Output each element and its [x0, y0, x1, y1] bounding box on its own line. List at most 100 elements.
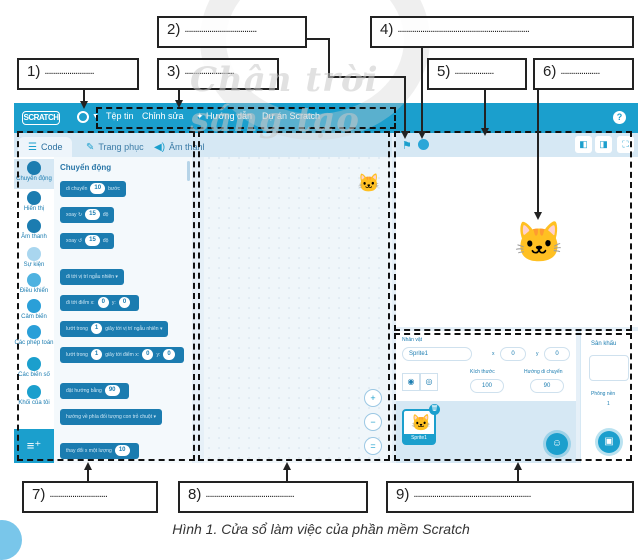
zoom-reset-icon: = — [370, 441, 376, 451]
sprite-name-input[interactable]: Sprite1 — [402, 347, 472, 361]
block-goto-random[interactable]: đi tới vị trí ngẫu nhiên ▾ — [60, 269, 124, 285]
sprite-cat-icon[interactable]: 🐱 — [514, 221, 564, 265]
green-flag-icon[interactable]: ⚑ — [402, 140, 412, 152]
palette-scrollbar[interactable] — [187, 161, 190, 181]
connector-line-2d — [404, 76, 406, 132]
code-area[interactable]: 🐱 + − = — [204, 133, 392, 463]
size-label: Kích thước — [470, 369, 495, 375]
choose-backdrop-button[interactable]: ▣ — [598, 431, 620, 453]
backdrop-count-label: Phông nền — [591, 391, 616, 397]
zoom-out-button[interactable]: − — [364, 413, 382, 431]
backdrop-thumbnail[interactable] — [589, 355, 629, 381]
size-input[interactable]: 100 — [470, 379, 504, 393]
tab-costumes[interactable]: ✎Trang phục — [86, 142, 144, 153]
help-icon[interactable]: ? — [613, 111, 626, 124]
category-my-blocks[interactable]: Khối của tôi — [14, 383, 54, 413]
direction-label: Hướng di chuyển — [524, 369, 563, 375]
stage-label: Sân khấu — [591, 341, 617, 347]
category-events[interactable]: Sự kiện — [14, 245, 54, 275]
label-box-6: 6)................... — [533, 58, 634, 90]
menu-file[interactable]: Tệp tin — [106, 111, 134, 121]
normal-stage-button[interactable]: ◨ — [595, 136, 612, 153]
category-variables[interactable]: Các biến số — [14, 355, 54, 385]
delete-sprite-button[interactable]: 🗑 — [429, 404, 440, 415]
arrow-7 — [84, 462, 92, 470]
globe-icon[interactable] — [77, 111, 89, 123]
figure-caption: Hình 1. Cửa sổ làm việc của phần mềm Scr… — [172, 521, 470, 537]
connector-line-2b — [328, 38, 330, 76]
extension-icon: ≡⁺ — [26, 438, 42, 453]
small-stage-button[interactable]: ◧ — [575, 136, 592, 153]
add-extension-button[interactable]: ≡⁺ — [14, 429, 54, 463]
zoom-reset-button[interactable]: = — [364, 437, 382, 455]
category-dot-icon — [27, 273, 41, 287]
scratch-logo[interactable]: SCRATCH — [22, 111, 60, 125]
label-box-8: 8)......................................… — [178, 481, 368, 513]
brush-icon: ✎ — [86, 142, 95, 153]
sprite-list: 🐱 Sprite1 🗑 ☺ — [396, 401, 576, 463]
connector-line-7 — [87, 466, 89, 481]
scratch-window: SCRATCH ▼ Tệp tin Chỉnh sửa ✦ Hướng dẫn … — [14, 103, 638, 463]
eye-slash-icon: ◎ — [425, 377, 433, 386]
hide-sprite-button[interactable]: ◎ — [420, 373, 438, 391]
speaker-icon: ◀) — [154, 142, 166, 153]
connector-line-1 — [83, 90, 85, 102]
connector-line-5 — [484, 90, 486, 130]
eye-icon: ◉ — [407, 377, 415, 386]
x-input[interactable]: 0 — [500, 347, 526, 361]
arrow-6 — [534, 212, 542, 220]
category-sound[interactable]: Âm thanh — [14, 217, 54, 247]
chevron-down-icon[interactable]: ▼ — [92, 113, 99, 120]
arrow-9 — [514, 462, 522, 470]
label-box-7: 7)............................ — [22, 481, 158, 513]
category-dot-icon — [27, 161, 41, 175]
category-control[interactable]: Điều khiển — [14, 271, 54, 301]
zoom-out-icon: − — [370, 417, 376, 427]
connector-line-2c — [328, 76, 405, 78]
category-dot-icon — [27, 325, 41, 339]
backdrop-count-value: 1 — [607, 401, 610, 407]
block-point-towards[interactable]: hướng về phía đối tượng con trỏ chuột ▾ — [60, 409, 162, 425]
sprite-cat-icon: 🐱 — [411, 415, 431, 432]
menu-edit[interactable]: Chỉnh sửa — [142, 111, 184, 121]
choose-sprite-button[interactable]: ☺ — [546, 433, 568, 455]
label-box-4: 4)......................................… — [370, 16, 634, 48]
category-dot-icon — [27, 357, 41, 371]
label-box-3: 3)........................ — [157, 58, 279, 90]
category-motion[interactable]: Chuyển động — [14, 159, 54, 189]
category-sensing[interactable]: Cảm biến — [14, 297, 54, 327]
show-sprite-button[interactable]: ◉ — [402, 373, 420, 391]
stop-icon[interactable] — [418, 139, 429, 150]
zoom-in-icon: + — [370, 393, 376, 403]
stage[interactable]: 🐱 — [396, 157, 638, 327]
image-add-icon: ▣ — [604, 436, 614, 447]
connector-line-9 — [517, 466, 519, 481]
direction-input[interactable]: 90 — [530, 379, 564, 393]
category-operators[interactable]: Các phép toán — [14, 323, 54, 353]
arrow-3 — [175, 100, 183, 108]
arrow-2 — [401, 131, 409, 139]
sprite-watermark-icon: 🐱 — [357, 173, 380, 193]
category-looks[interactable]: Hiển thị — [14, 189, 54, 219]
cat-add-icon: ☺ — [551, 438, 563, 449]
tab-code[interactable]: ☰Code — [18, 137, 73, 157]
tab-sounds[interactable]: ◀)Âm thanh — [154, 142, 208, 153]
menu-tutorials[interactable]: ✦ Hướng dẫn — [196, 111, 253, 121]
category-dot-icon — [27, 385, 41, 399]
sprite-thumbnail[interactable]: 🐱 Sprite1 — [402, 409, 436, 445]
y-input[interactable]: 0 — [544, 347, 570, 361]
fullscreen-button[interactable]: ⛶ — [617, 136, 634, 153]
sprite-info-pane: Nhân vật Sprite1 x 0 y 0 ◉ ◎ Kích thước … — [396, 331, 576, 463]
label-box-5: 5)................... — [427, 58, 527, 90]
zoom-in-button[interactable]: + — [364, 389, 382, 407]
connector-line-2a — [307, 38, 329, 40]
